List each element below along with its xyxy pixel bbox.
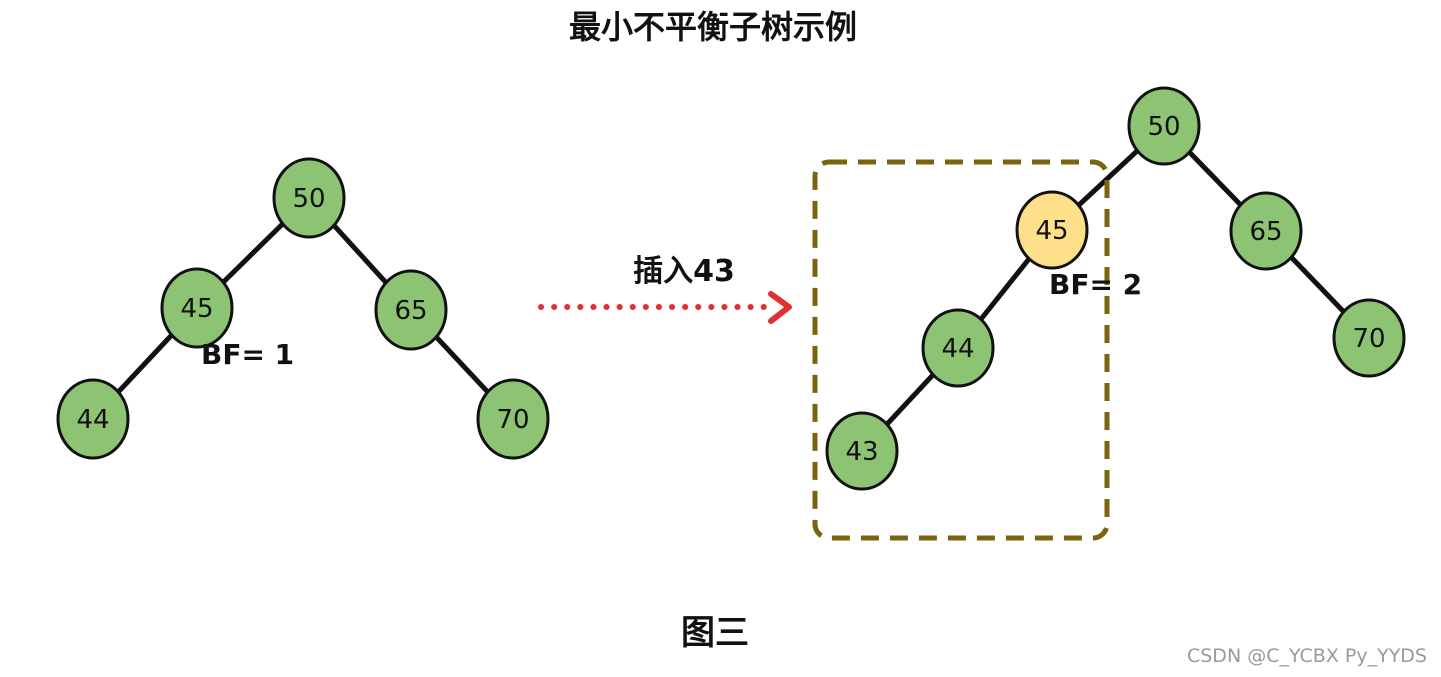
node-label: 43 bbox=[845, 437, 878, 467]
node-label: 45 bbox=[1035, 216, 1068, 246]
node-label: 70 bbox=[496, 405, 529, 435]
node-label: 70 bbox=[1352, 324, 1385, 354]
tree-node: 65 bbox=[374, 269, 448, 351]
figure-caption: 图三 bbox=[681, 613, 749, 653]
watermark: CSDN @C_YCBX Py_YYDS bbox=[1186, 645, 1427, 667]
tree-node: 70 bbox=[1332, 298, 1406, 378]
arrow-label: 插入43 bbox=[633, 254, 735, 289]
tree-node-highlighted: 45 bbox=[1015, 190, 1089, 270]
insert-arrow: 插入43 bbox=[538, 254, 792, 324]
node-label: 44 bbox=[76, 405, 109, 435]
node-label: 50 bbox=[1147, 112, 1180, 142]
node-label: 45 bbox=[180, 294, 213, 324]
tree-node: 43 bbox=[825, 411, 899, 491]
diagram-title: 最小不平衡子树示例 bbox=[568, 8, 857, 46]
tree-node: 44 bbox=[921, 308, 995, 388]
tree-after: 50 45 65 44 70 43 BF= 2 bbox=[825, 86, 1406, 491]
min-unbalanced-subtree-box bbox=[812, 159, 1110, 541]
balance-factor-label: BF= 2 bbox=[1049, 268, 1142, 301]
balance-factor-label: BF= 1 bbox=[201, 338, 294, 371]
tree-node: 65 bbox=[1229, 191, 1303, 271]
node-label: 44 bbox=[941, 334, 974, 364]
tree-node: 70 bbox=[476, 378, 550, 460]
node-label: 65 bbox=[394, 296, 427, 326]
tree-node: 50 bbox=[1127, 86, 1201, 166]
tree-before: 50 45 65 44 70 BF= 1 bbox=[56, 157, 550, 460]
tree-node: 50 bbox=[272, 157, 346, 239]
tree-node: 44 bbox=[56, 378, 130, 460]
tree-node: 45 bbox=[160, 267, 234, 349]
node-label: 50 bbox=[292, 184, 325, 214]
node-label: 65 bbox=[1249, 217, 1282, 247]
arrow-head bbox=[768, 291, 792, 324]
